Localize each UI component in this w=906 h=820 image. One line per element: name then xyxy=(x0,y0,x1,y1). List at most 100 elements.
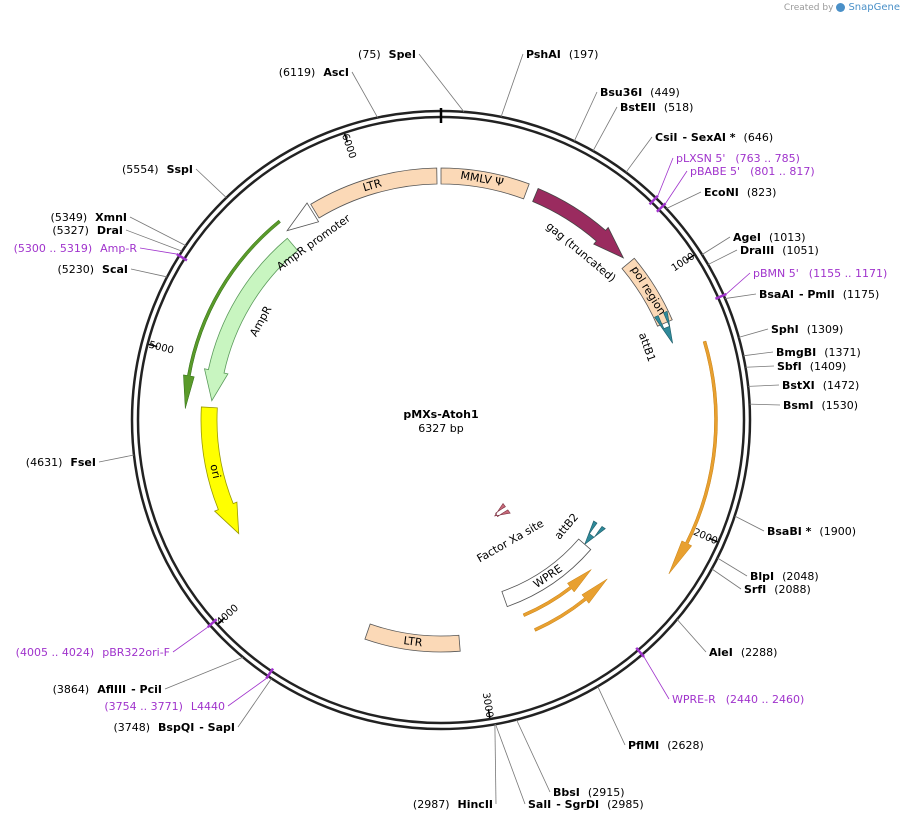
enzyme-position: (449) xyxy=(650,86,680,99)
enzyme-site: SalI- SgrDI(2985) xyxy=(495,724,644,811)
enzyme-position: (1530) xyxy=(822,399,859,412)
enzyme-site: (3748)BspQI- SapI xyxy=(113,678,272,734)
enzyme-site: BsmI(1530) xyxy=(749,399,858,412)
enzyme-name: BmgBI xyxy=(776,346,816,359)
primer-name: Amp-R xyxy=(100,242,137,255)
enzyme-label: BsmI(1530) xyxy=(783,399,858,412)
ltr-3prime-arc xyxy=(364,623,461,653)
enzyme-name: CsiI xyxy=(655,131,677,144)
primer-name: WPRE-R xyxy=(672,693,716,706)
tick-label: 5000 xyxy=(147,340,174,357)
gag-arrow xyxy=(532,188,625,259)
primer-site: pLXSN 5'(763 .. 785) xyxy=(648,152,800,206)
ltr-3prime-label: LTR xyxy=(403,634,424,649)
enzyme-position: (1409) xyxy=(810,360,847,373)
primer-leader xyxy=(657,157,674,196)
enzyme-position: (3748) xyxy=(113,721,150,734)
ltr-5prime-arc xyxy=(310,167,438,219)
enzyme-label: (5554)SspI xyxy=(122,163,193,176)
enzyme-position: (1051) xyxy=(782,244,819,257)
tick-label: 6000 xyxy=(339,132,358,160)
enzyme-name: FseI xyxy=(70,456,96,469)
primer-leader xyxy=(726,272,751,295)
enzyme-position: (1309) xyxy=(807,323,844,336)
plasmid-size: 6327 bp xyxy=(418,422,463,435)
tick-label: 4000 xyxy=(215,603,241,628)
site-leader xyxy=(625,136,653,173)
site-leader xyxy=(351,71,378,118)
ampr-arrow xyxy=(203,237,299,402)
enzyme-position: (1371) xyxy=(824,346,861,359)
enzyme-site: DraIII(1051) xyxy=(707,244,819,265)
attb2-arrow xyxy=(584,520,606,546)
enzyme-site: BsaAI- PmlI(1175) xyxy=(725,288,879,301)
enzyme-site: BlpI(2048) xyxy=(717,557,819,583)
atoh1-orf-arrow xyxy=(668,340,718,575)
site-leader xyxy=(711,568,742,590)
primer-name: pBMN 5' xyxy=(753,267,799,280)
enzyme-position: (3864) xyxy=(53,683,90,696)
enzyme-name: SpeI xyxy=(389,48,416,61)
primer-range: (801 .. 817) xyxy=(750,165,815,178)
enzyme-name: AscI xyxy=(323,66,349,79)
primer-mark xyxy=(656,202,667,213)
enzyme-label: SphI(1309) xyxy=(771,323,843,336)
primer-label: pBMN 5'(1155 .. 1171) xyxy=(753,267,887,280)
enzyme-position: (2987) xyxy=(413,798,450,811)
enzyme-label: (3748)BspQI- SapI xyxy=(113,721,235,734)
enzyme-label: AleI(2288) xyxy=(709,646,777,659)
primer-range: (3754 .. 3771) xyxy=(104,700,183,713)
site-leader xyxy=(743,351,774,357)
enzyme-site: SrfI(2088) xyxy=(711,568,811,596)
site-leader xyxy=(717,557,748,577)
site-leader xyxy=(164,656,244,690)
enzyme-label: DraIII(1051) xyxy=(740,244,819,257)
ltr-5prime-label: LTR xyxy=(361,176,383,194)
enzyme-position: (197) xyxy=(569,48,599,61)
enzyme-site: (5554)SspI xyxy=(122,163,227,198)
site-leader xyxy=(125,229,183,252)
enzyme-name: EcoNI xyxy=(704,186,739,199)
enzyme-name-2: - SexAI * xyxy=(682,131,735,144)
primer-leader xyxy=(172,626,208,653)
tick-label: 3000 xyxy=(480,692,495,719)
enzyme-label: SrfI(2088) xyxy=(744,583,811,596)
primer-range: (5300 .. 5319) xyxy=(14,242,93,255)
enzyme-name: PshAI xyxy=(526,48,561,61)
enzyme-name: AgeI xyxy=(733,231,761,244)
primer-mark xyxy=(176,252,188,262)
enzyme-name: BbsI xyxy=(553,786,580,799)
site-leader xyxy=(745,365,775,368)
enzyme-name: BspQI xyxy=(158,721,194,734)
site-leader xyxy=(495,724,526,805)
primer-leader xyxy=(665,170,688,204)
enzyme-position: (2088) xyxy=(774,583,811,596)
primer-mark xyxy=(206,618,218,629)
ampr-label: AmpR xyxy=(247,303,274,338)
primer-range: (2440 .. 2460) xyxy=(726,693,805,706)
enzyme-label: SalI- SgrDI(2985) xyxy=(528,798,644,811)
site-leader xyxy=(725,293,757,299)
tick-mark xyxy=(708,537,718,543)
primer-leader xyxy=(643,656,670,700)
attb1-label: attB1 xyxy=(636,331,658,364)
enzyme-name: SspI xyxy=(167,163,193,176)
site-leader xyxy=(98,454,135,463)
site-leader xyxy=(592,106,618,152)
site-leader xyxy=(516,719,551,793)
reverse-orf-arrow-1 xyxy=(533,578,608,632)
enzyme-site: (2987)HincII xyxy=(413,724,497,811)
enzyme-label: (6119)AscI xyxy=(279,66,349,79)
enzyme-name: BsaBI * xyxy=(767,525,812,538)
enzyme-position: (646) xyxy=(744,131,774,144)
primer-label: (3754 .. 3771)L4440 xyxy=(104,700,225,713)
enzyme-position: (518) xyxy=(664,101,694,114)
enzyme-label: BsaBI *(1900) xyxy=(767,525,856,538)
enzyme-label: BstXI(1472) xyxy=(782,379,859,392)
site-leader xyxy=(418,53,465,113)
primer-site: WPRE-R (2440 .. 2460) xyxy=(635,646,805,706)
primer-name: pBABE 5' xyxy=(690,165,740,178)
enzyme-position: (823) xyxy=(747,186,777,199)
tick-mark xyxy=(217,617,226,625)
primer-name: pLXSN 5' xyxy=(676,152,725,165)
